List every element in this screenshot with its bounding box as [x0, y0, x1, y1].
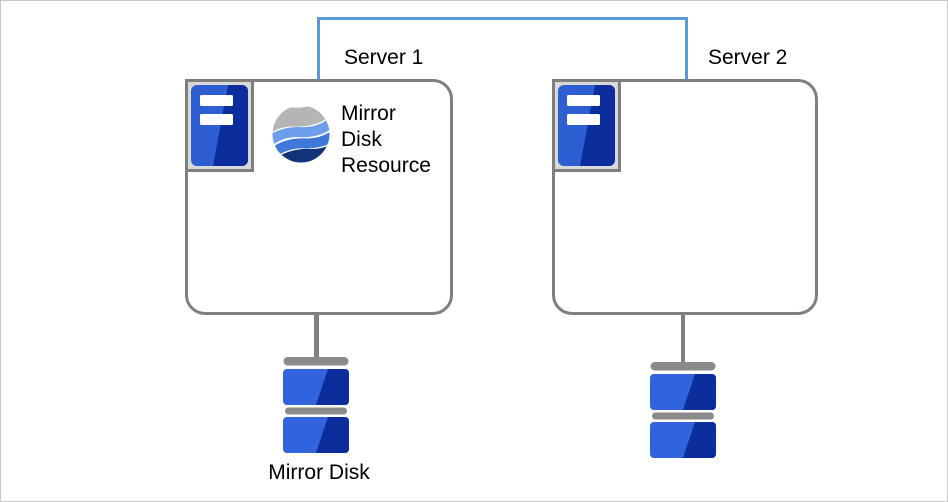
- mirror-disk-resource-icon: [272, 105, 330, 163]
- server2-label: Server 2: [708, 46, 788, 69]
- interconnect-line-server2: [685, 17, 688, 79]
- server-tower-icon: [191, 85, 248, 166]
- mirror-disk1-icon: [283, 357, 349, 453]
- mirror-disk2-icon: [650, 362, 716, 458]
- server2-tower-icon-frame: [552, 79, 621, 172]
- server2-disk-connector: [681, 313, 685, 364]
- server1-label: Server 1: [344, 46, 424, 69]
- server1-tower-icon-frame: [185, 79, 254, 172]
- server1-disk-connector: [314, 313, 319, 359]
- interconnect-line-server1: [317, 17, 320, 79]
- mirror-disk-resource-label: Mirror Disk Resource: [341, 102, 431, 177]
- server-tower-icon: [558, 85, 615, 166]
- mirror-disk-label: Mirror Disk: [268, 461, 370, 484]
- interconnect-line-horizontal: [317, 17, 688, 20]
